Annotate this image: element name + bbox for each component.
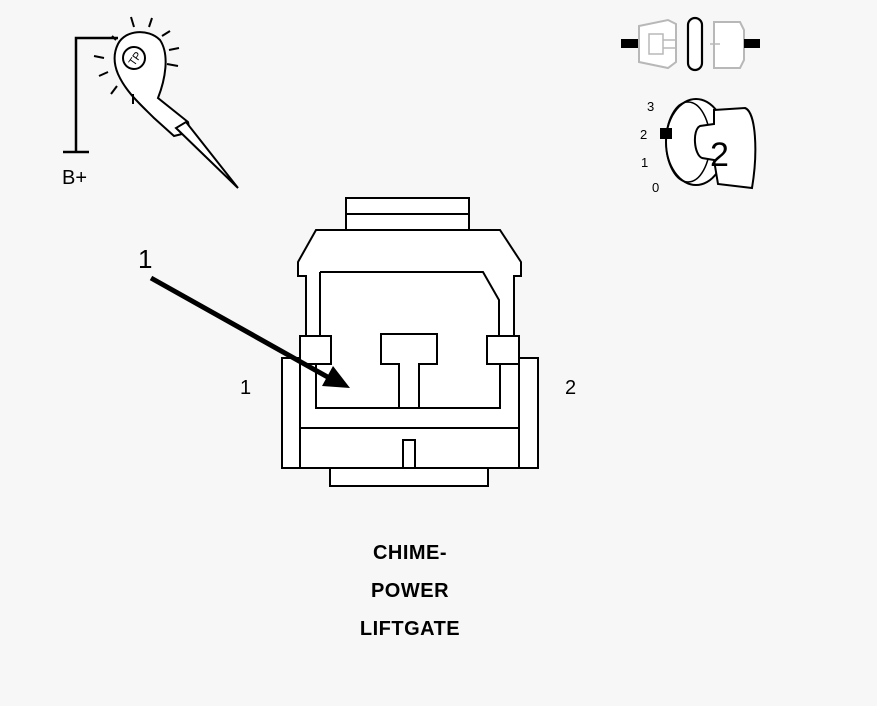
key-position-1: 1 [641, 155, 648, 170]
left-rail [281, 357, 301, 469]
key-position-3: 3 [647, 99, 654, 114]
supply-label: B+ [62, 167, 87, 189]
center-polarizing-key [380, 333, 438, 409]
caption-line-3: LIFTGATE [359, 618, 461, 640]
terminal-2-block [486, 335, 520, 365]
disconnected-connector-icon [621, 16, 760, 72]
light-rays-icon [93, 16, 180, 104]
bottom-tab [329, 467, 489, 487]
terminal-1-label: 1 [240, 377, 251, 399]
caption-line-1: CHIME- [372, 542, 448, 564]
right-rail [518, 357, 539, 469]
lower-rib [402, 439, 416, 469]
caption-line-2: POWER [370, 580, 450, 602]
key-position-marker [660, 128, 672, 139]
terminal-1-block [299, 335, 332, 365]
connector-face [281, 197, 539, 487]
key-position-0: 0 [652, 180, 659, 195]
key-number: 2 [710, 136, 729, 174]
key-position-2: 2 [640, 127, 647, 142]
terminal-2-label: 2 [565, 377, 576, 399]
test-light-probe-icon: B+ TP [62, 16, 239, 189]
callout-arrow: 1 [138, 244, 350, 388]
callout-number: 1 [138, 244, 152, 274]
ignition-key-icon: 2 3 2 1 0 [640, 98, 757, 195]
